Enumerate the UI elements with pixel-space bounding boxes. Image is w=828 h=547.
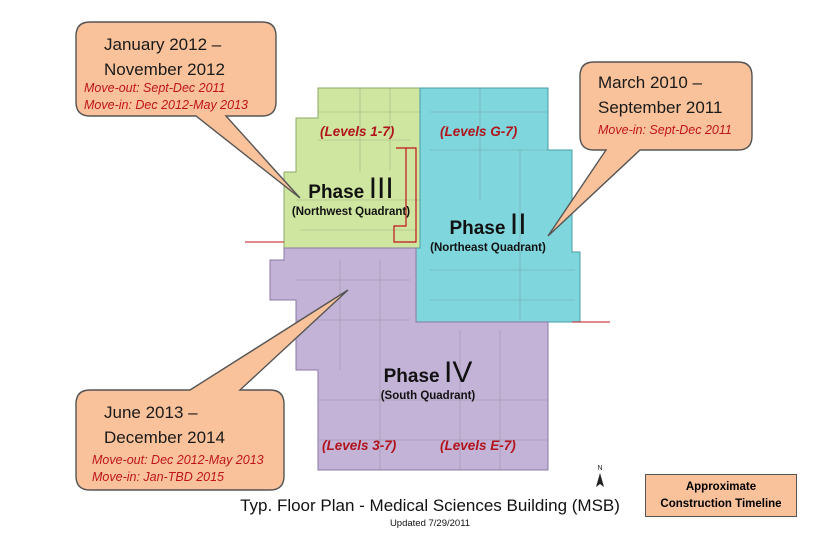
plan-caption: Typ. Floor Plan - Medical Sciences Build…	[240, 496, 620, 515]
callout-northwest-notes: Move-out: Sept-Dec 2011 Move-in: Dec 201…	[84, 80, 248, 114]
callout-south	[75, 289, 349, 491]
callout-northwest-text: January 2012 – November 2012	[104, 32, 225, 82]
callout-northeast-text: March 2010 – September 2011 Move-in: Sep…	[598, 70, 732, 139]
phase-two-numeral: II	[509, 208, 527, 241]
callout-northeast-note-1: Move-in: Sept-Dec 2011	[598, 123, 732, 137]
northeast-quadrant	[415, 87, 581, 323]
callout-northeast	[547, 61, 753, 237]
callout-south-notes: Move-out: Dec 2012-May 2013 Move-in: Jan…	[92, 452, 264, 486]
callout-south-title-1: June 2013 –	[104, 403, 198, 422]
red-outline	[393, 147, 417, 243]
callout-south-note-1: Move-out: Dec 2012-May 2013	[92, 453, 264, 467]
callout-northwest-title-1: January 2012 –	[104, 35, 222, 54]
levels-south-left: (Levels 3-7)	[322, 438, 397, 453]
phase-four-word: Phase	[383, 366, 440, 387]
legend-line-1: Approximate	[685, 481, 757, 493]
phase-three-label: Phase III (Northwest Quadrant)	[282, 172, 420, 218]
north-arrow-icon: N	[596, 465, 604, 487]
callout-south-text: June 2013 – December 2014	[104, 400, 225, 450]
phase-four-numeral: IV	[444, 356, 473, 389]
callout-northwest-note-1: Move-out: Sept-Dec 2011	[84, 81, 226, 95]
levels-northwest: (Levels 1-7)	[320, 124, 395, 139]
phase-four-label: Phase IV (South Quadrant)	[358, 356, 498, 402]
updated-date: Updated 7/29/2011	[389, 518, 471, 529]
room-lines	[296, 88, 575, 470]
legend-line-2: Construction Timeline	[660, 498, 782, 510]
phase-two-quadrant: (Northeast Quadrant)	[430, 242, 546, 254]
phase-three-word: Phase	[308, 182, 365, 203]
levels-south-right: (Levels E-7)	[440, 438, 516, 453]
south-quadrant	[269, 247, 549, 471]
callout-south-note-2: Move-in: Jan-TBD 2015	[92, 470, 225, 484]
callout-northwest-note-2: Move-in: Dec 2012-May 2013	[84, 98, 248, 112]
phase-three-numeral: III	[368, 172, 394, 205]
phase-three-quadrant: (Northwest Quadrant)	[291, 206, 411, 218]
callout-northeast-title-1: March 2010 –	[598, 73, 702, 92]
svg-text:N: N	[597, 465, 602, 472]
levels-northeast: (Levels G-7)	[440, 124, 518, 139]
callout-south-title-2: December 2014	[104, 428, 225, 447]
phase-four-quadrant: (South Quadrant)	[380, 390, 476, 402]
callout-northeast-title-2: September 2011	[598, 98, 723, 117]
legend-box: Approximate Construction Timeline	[645, 474, 797, 517]
phase-two-label: Phase II (Northeast Quadrant)	[418, 208, 558, 254]
phase-two-word: Phase	[449, 218, 506, 239]
callout-northwest	[75, 21, 301, 199]
callout-northwest-title-2: November 2012	[104, 60, 225, 79]
